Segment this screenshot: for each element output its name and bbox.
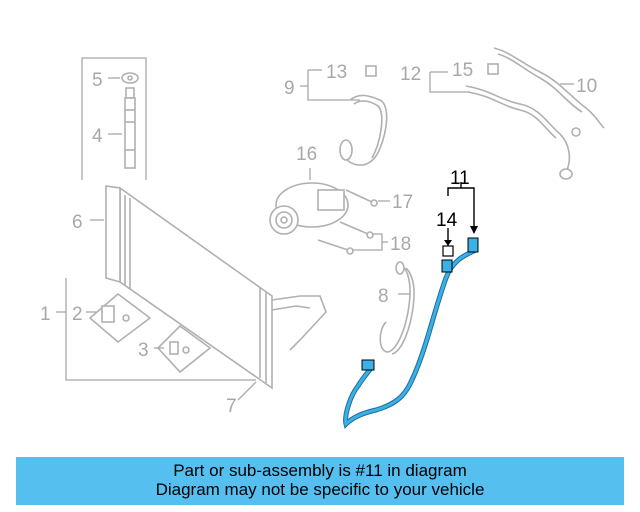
callout-16: 16 xyxy=(296,144,317,165)
callout-13: 13 xyxy=(326,62,347,83)
part-3-inset xyxy=(154,324,212,374)
callout-9: 9 xyxy=(284,78,295,99)
callout-15: 15 xyxy=(452,60,473,81)
callout-17: 17 xyxy=(392,192,413,213)
callout-18: 18 xyxy=(390,234,411,255)
callout-1: 1 xyxy=(40,304,51,325)
parts-diagram: 1 2 3 4 5 6 7 8 9 10 11 12 13 14 15 16 1… xyxy=(40,47,605,429)
part-5-cap xyxy=(108,72,139,84)
fitting-14 xyxy=(442,228,454,257)
hose-assembly-9 xyxy=(300,65,388,166)
hose-8 xyxy=(379,261,415,355)
callout-11: 11 xyxy=(450,168,470,189)
callout-3: 3 xyxy=(138,340,149,361)
callout-4: 4 xyxy=(92,126,103,147)
info-banner: Part or sub-assembly is #11 in diagram D… xyxy=(16,457,624,505)
condenser xyxy=(90,185,327,401)
callout-5: 5 xyxy=(92,70,103,91)
callout-7: 7 xyxy=(226,396,237,417)
callout-labels: 1 2 3 4 5 6 7 8 9 10 11 12 13 14 15 16 1… xyxy=(40,60,597,417)
callout-10: 10 xyxy=(576,76,597,97)
hose-assembly-10 xyxy=(429,47,605,180)
banner-line-1: Part or sub-assembly is #11 in diagram xyxy=(173,461,467,480)
part-17-bolt xyxy=(345,189,390,207)
callout-14: 14 xyxy=(436,210,458,231)
callout-12: 12 xyxy=(400,64,421,85)
part-2-inset xyxy=(56,292,152,344)
callout-11-leader xyxy=(447,182,478,234)
banner-line-2: Diagram may not be specific to your vehi… xyxy=(155,480,485,499)
pipe-11-highlighted xyxy=(343,237,479,429)
part-18-bolts xyxy=(317,221,388,255)
callout-8: 8 xyxy=(378,286,389,307)
callout-2: 2 xyxy=(72,304,83,325)
callout-6: 6 xyxy=(72,212,83,233)
part-4-drier xyxy=(108,87,136,169)
compressor xyxy=(269,168,349,235)
